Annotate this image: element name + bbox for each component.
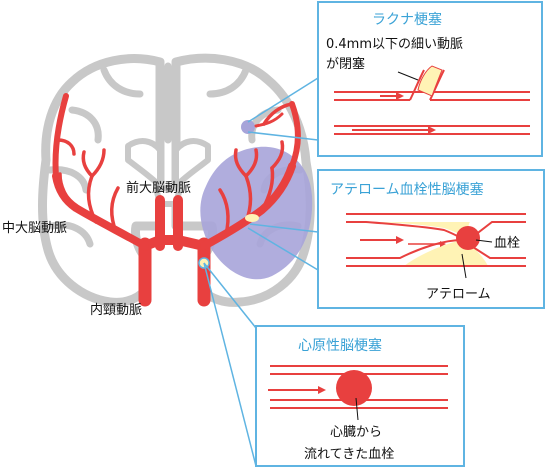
atheroma-marker — [245, 214, 259, 222]
label-middle-cerebral-artery: 中大脳動脈 — [2, 221, 67, 236]
thrombus — [456, 226, 480, 250]
lacunar-panel — [317, 1, 543, 157]
cardio-flow-arrow — [268, 386, 326, 394]
cardioembolic-note-line1: 心臓から — [330, 425, 382, 440]
lacunar-infarct-dot — [241, 120, 255, 134]
thrombus-label: 血栓 — [494, 236, 520, 251]
lacunar-vessel — [334, 69, 530, 135]
embolus — [336, 370, 372, 406]
lacunar-occlusion — [417, 65, 443, 97]
athero-flow-arrows — [360, 236, 446, 247]
lacunar-note-line1: 0.4mm以下の細い動脈 — [326, 37, 463, 52]
atherothrombotic-panel — [317, 169, 545, 309]
lacunar-flow-arrows — [352, 92, 436, 134]
cardioembolic-title: 心原性脳梗塞 — [298, 337, 382, 354]
lacunar-title: ラクナ梗塞 — [372, 11, 442, 28]
label-internal-carotid-artery: 内頸動脈 — [90, 302, 142, 318]
connectors — [203, 77, 319, 467]
atheroma-label: アテローム — [426, 287, 491, 302]
cardioembolic-note-line2: 流れてきた血栓 — [304, 447, 394, 462]
atheroma-top — [366, 222, 470, 240]
arteries — [52, 93, 301, 307]
lacunar-note-line2: が閉塞 — [326, 56, 365, 72]
atherothrombotic-title: アテローム血栓性脳梗塞 — [330, 181, 484, 198]
cardioembolic-panel — [255, 325, 465, 467]
label-anterior-cerebral-artery: 前大脳動脈 — [126, 180, 191, 196]
